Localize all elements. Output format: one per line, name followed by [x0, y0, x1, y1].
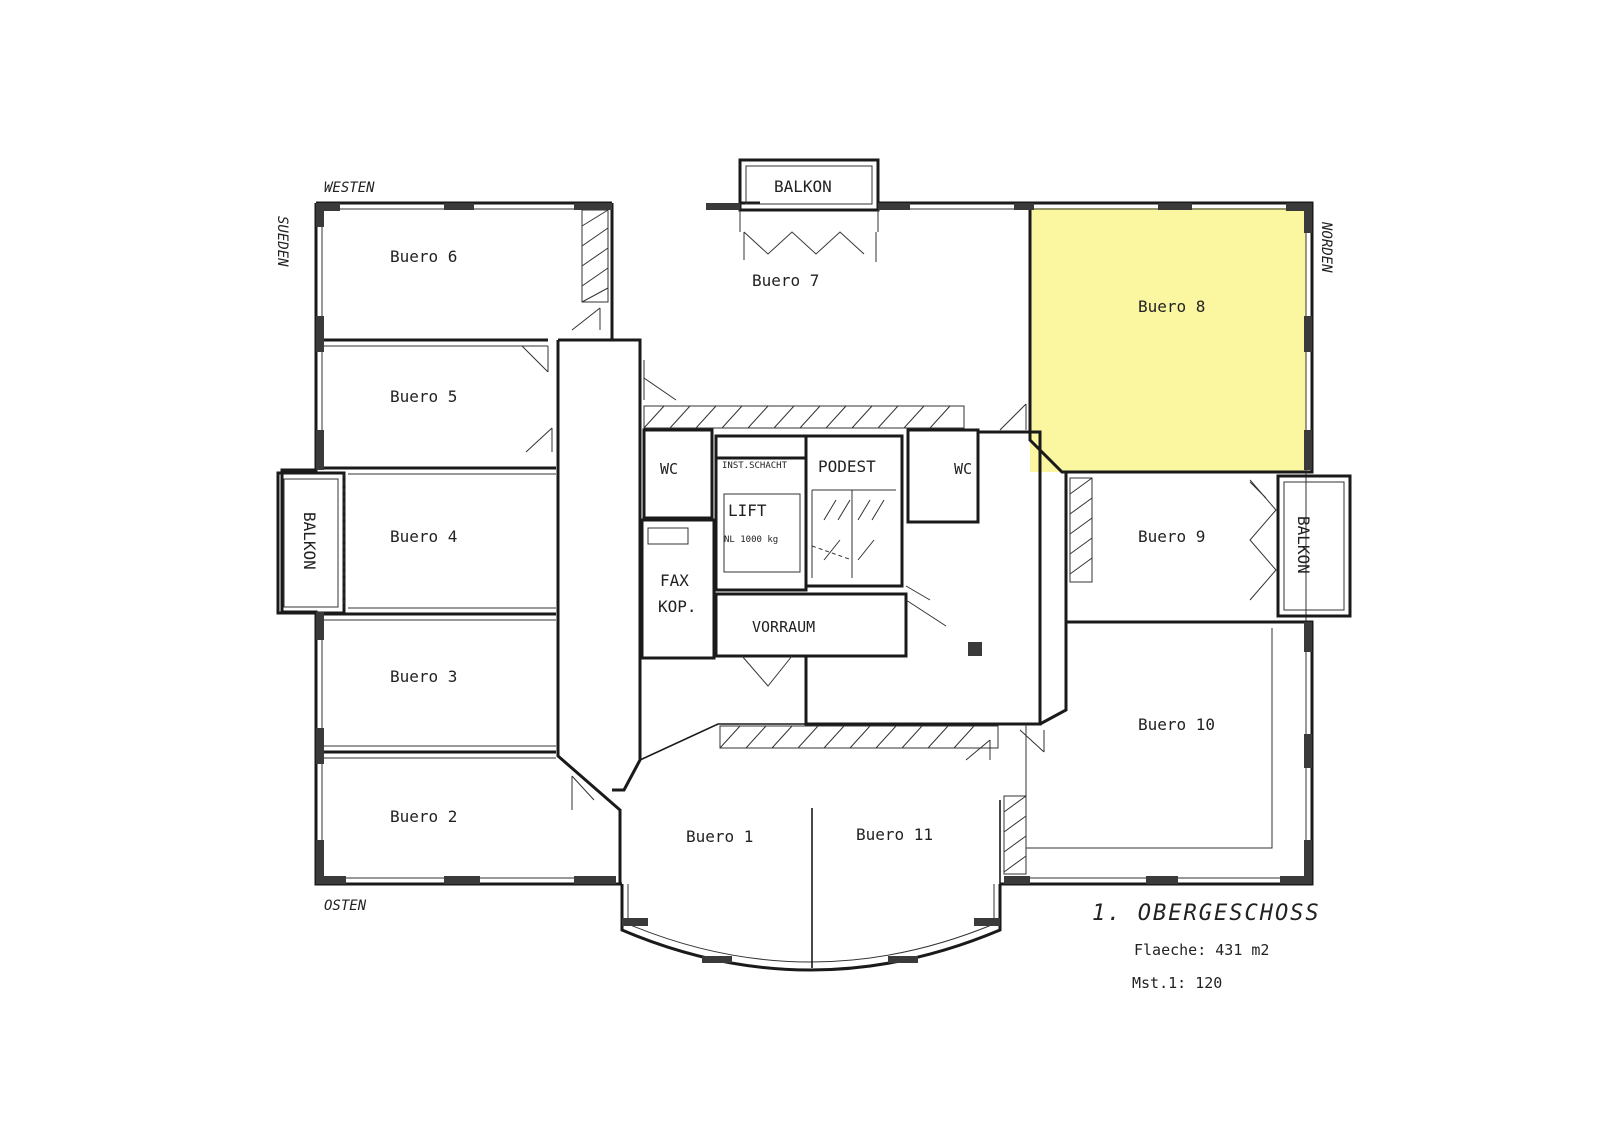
- compass-north: NORDEN: [1318, 221, 1334, 273]
- room-label-balkon-left: BALKON: [300, 512, 319, 570]
- room-label-buero-8[interactable]: Buero 8: [1138, 297, 1205, 316]
- balcony-top: [738, 158, 880, 262]
- compass-south: SUEDEN: [274, 216, 290, 267]
- room-label-buero-9[interactable]: Buero 9: [1138, 527, 1205, 546]
- room-label-buero-4[interactable]: Buero 4: [390, 527, 457, 546]
- room-label-buero-3[interactable]: Buero 3: [390, 667, 457, 686]
- room-label-buero-1[interactable]: Buero 1: [686, 827, 753, 846]
- plan-title: 1. OBERGESCHOSS: [1092, 901, 1321, 926]
- compass-west: WESTEN: [324, 180, 375, 196]
- room-label-lift: LIFT: [728, 501, 767, 520]
- balcony-left: [276, 471, 346, 615]
- room-label-wc-left: WC: [660, 460, 678, 478]
- room-labels: Buero 6 Buero 5 Buero 4 Buero 3 Buero 2 …: [300, 177, 1313, 846]
- left-wing-walls: [316, 209, 1000, 884]
- room-label-inst-schacht: INST.SCHACHT: [722, 461, 788, 471]
- room-label-buero-2[interactable]: Buero 2: [390, 807, 457, 826]
- right-wing-walls: [965, 208, 1306, 875]
- compass-east: OSTEN: [324, 898, 367, 914]
- room-label-buero-5[interactable]: Buero 5: [390, 387, 457, 406]
- room-label-balkon-right: BALKON: [1294, 516, 1313, 574]
- room-label-buero-6[interactable]: Buero 6: [390, 247, 457, 266]
- plan-legend: 1. OBERGESCHOSS Flaeche: 431 m2 Mst.1: 1…: [1092, 901, 1321, 992]
- balcony-right: [1249, 474, 1352, 618]
- room-label-wc-right: WC: [954, 460, 972, 478]
- room-label-vorraum: VORRAUM: [752, 618, 815, 636]
- room-label-buero-10[interactable]: Buero 10: [1138, 715, 1215, 734]
- stair-band-bottom: [719, 725, 999, 749]
- compass-labels: WESTEN SUEDEN NORDEN OSTEN: [274, 180, 1334, 914]
- core-walls: [640, 360, 1042, 726]
- room-label-podest: PODEST: [818, 457, 876, 476]
- room-label-fax: FAX: [660, 571, 689, 590]
- buero-8-highlight[interactable]: [1030, 208, 1306, 472]
- room-label-balkon-top: BALKON: [774, 177, 832, 196]
- wall-piers: [316, 203, 1312, 963]
- room-label-lift-load: NL 1000 kg: [724, 535, 778, 545]
- bay-walls: [620, 800, 1002, 972]
- room-label-buero-11[interactable]: Buero 11: [856, 825, 933, 844]
- room-label-buero-7[interactable]: Buero 7: [752, 271, 819, 290]
- room-label-kop: KOP.: [658, 597, 697, 616]
- plan-scale: Mst.1: 120: [1132, 974, 1222, 992]
- plan-area: Flaeche: 431 m2: [1134, 941, 1269, 959]
